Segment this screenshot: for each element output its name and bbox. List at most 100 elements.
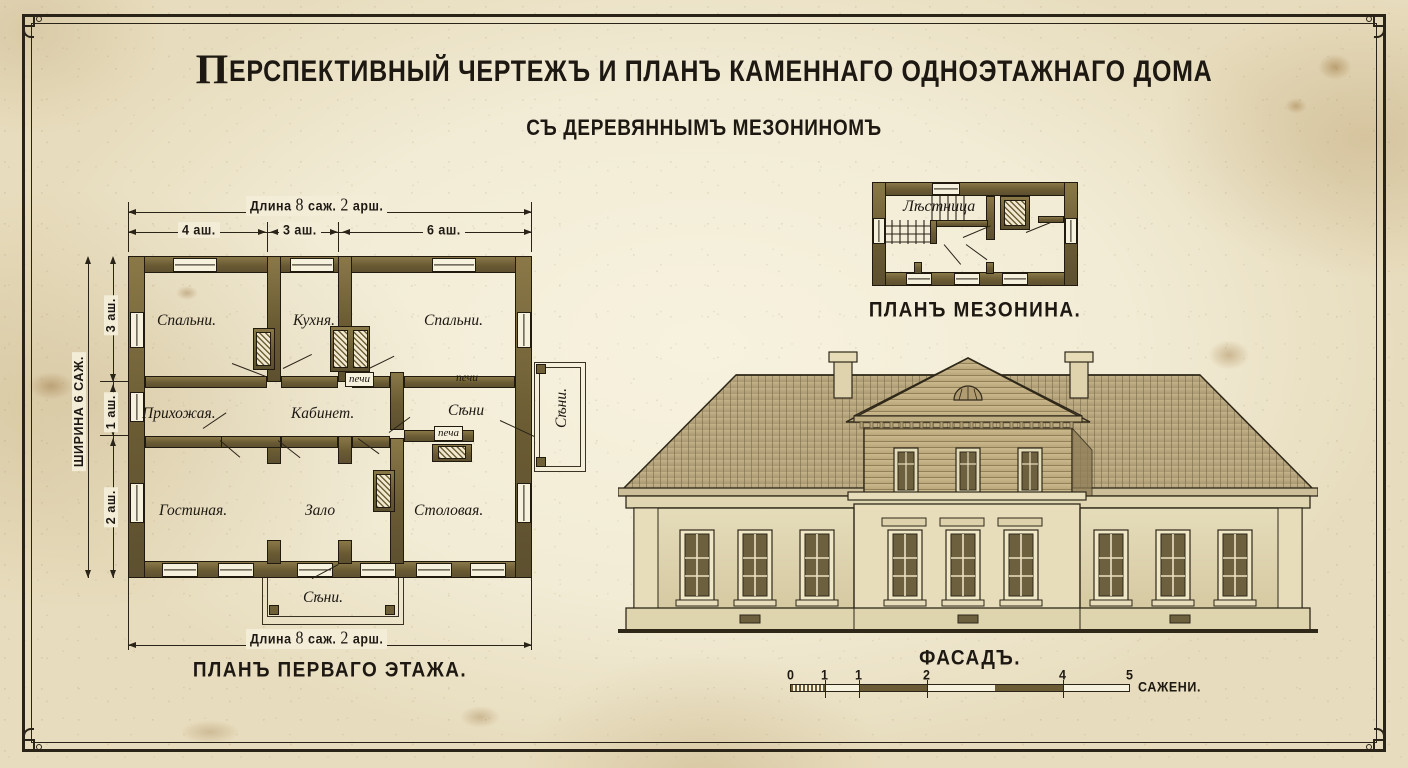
- plan-wall-partition-h8: [281, 436, 338, 448]
- border-frame-outer: [22, 14, 1386, 752]
- room-label: Столовая.: [414, 502, 484, 519]
- dim-top-overall-text: Длина 8 саж. 2 арш.: [246, 195, 388, 217]
- plan-window: [470, 562, 506, 577]
- plan-window: [416, 562, 452, 577]
- scale-seg-dark: [859, 685, 927, 691]
- dim-seg-2: 3 аш.: [279, 222, 321, 238]
- scale-label: 4: [1059, 667, 1066, 683]
- dim-extension: [531, 578, 533, 650]
- dim-arrow: [258, 228, 266, 235]
- plan-window: [218, 562, 254, 577]
- dim-extension: [128, 202, 130, 252]
- porch-label-bottom: Сѣни.: [303, 589, 343, 606]
- scale-seg-dark: [995, 685, 1063, 691]
- corner-ornament-tl: [22, 14, 48, 40]
- page-title-line2: СЪ ДЕРЕВЯННЫМЪ МЕЗОНИНОМЪ: [526, 116, 882, 141]
- dim-extension: [100, 381, 142, 383]
- mez-partition: [986, 196, 995, 240]
- mez-stair-post: [930, 220, 937, 244]
- room-label: Кухня.: [293, 312, 335, 329]
- dim-left-seg-2: 1 аш.: [104, 392, 118, 433]
- plan-wall-partition-v6: [338, 540, 352, 564]
- mez-window: [932, 183, 960, 195]
- mez-wall-stub: [1038, 216, 1064, 223]
- dim-arrow: [524, 208, 532, 215]
- plan-window: [516, 483, 531, 523]
- dim-seg-1: 4 аш.: [178, 222, 220, 238]
- dim-arrow: [128, 641, 136, 648]
- facade-drawing: [618, 351, 1318, 633]
- mezzanine-plan-caption: ПЛАНЪ МЕЗОНИНА.: [868, 298, 1082, 323]
- plan-stove-hatch-5: [438, 446, 466, 459]
- dim-arrow: [109, 570, 116, 578]
- plan-vestibule-right: [534, 362, 586, 472]
- vestibule-label-right: Сѣни.: [553, 388, 570, 428]
- dim-arrow: [109, 438, 116, 446]
- scale-tick: [859, 680, 861, 698]
- room-label: Прихожая.: [142, 405, 216, 422]
- plan-wall-partition-h4: [404, 376, 515, 388]
- page-title-line1: ПЕРСПЕКТИВНЫЙ ЧЕРТЕЖЪ И ПЛАНЪ КАМЕННАГО …: [195, 46, 1213, 94]
- plan-window: [432, 257, 476, 272]
- room-label: Зало: [305, 502, 336, 519]
- dim-extension: [338, 222, 340, 252]
- facade-caption: ФАСАДЪ.: [919, 646, 1021, 671]
- scale-label: 0: [787, 667, 794, 683]
- dim-left-overall-text: ШИРИНА 6 САЖ.: [72, 352, 86, 472]
- dim-seg-3: 6 аш.: [423, 222, 465, 238]
- plan-wall-partition-h1: [145, 376, 267, 388]
- dim-arrow: [128, 208, 136, 215]
- scale-label: 2: [923, 667, 930, 683]
- plan-porch-post: [385, 605, 395, 615]
- plan-stove-hatch-3: [353, 330, 368, 368]
- dim-extension: [267, 222, 269, 252]
- plan-wall-partition-h7: [221, 436, 281, 448]
- scale-label: 5: [1126, 667, 1133, 683]
- plan-vestibule-right-inner: [539, 367, 581, 467]
- dim-arrow: [524, 228, 532, 235]
- scale-label: 1: [855, 667, 862, 683]
- facade-elevation: [618, 340, 1318, 635]
- plan-stove-hatch-2: [333, 330, 348, 368]
- dim-bottom-overall-text: Длина 8 саж. 2 арш.: [246, 628, 388, 650]
- mez-staircase-icon: [886, 196, 965, 244]
- dim-arrow: [524, 641, 532, 648]
- corner-ornament-br: [1360, 726, 1386, 752]
- scale-tick: [927, 680, 929, 698]
- plan-window: [173, 257, 217, 272]
- ground-plan-caption: ПЛАНЪ ПЕРВАГО ЭТАЖА.: [192, 658, 468, 683]
- dim-arrow: [330, 228, 338, 235]
- mez-window: [873, 218, 885, 244]
- plan-window: [360, 562, 396, 577]
- mez-window: [1002, 273, 1028, 285]
- room-label: Кабинет.: [291, 405, 355, 422]
- plan-window: [129, 312, 144, 348]
- dim-arrow: [270, 228, 278, 235]
- stove-tag: печи: [345, 372, 374, 387]
- plan-window: [290, 257, 334, 272]
- room-label: Спальни.: [157, 312, 216, 329]
- plan-window: [129, 392, 144, 422]
- mez-wall-stub: [914, 262, 922, 274]
- dim-extension: [531, 202, 533, 252]
- plan-wall-exterior-right: [515, 256, 532, 578]
- stove-tag: печа: [434, 426, 463, 441]
- title-line1-text: ЕРСПЕКТИВНЫЙ ЧЕРТЕЖЪ И ПЛАНЪ КАМЕННАГО О…: [228, 55, 1213, 89]
- plan-window: [162, 562, 198, 577]
- dim-arrow: [109, 256, 116, 264]
- mez-window: [954, 273, 980, 285]
- stove-tag: печи: [456, 372, 478, 384]
- scale-tick: [1063, 680, 1065, 698]
- plan-wall-partition-v4: [338, 436, 352, 464]
- dim-arrow: [342, 228, 350, 235]
- dim-arrow: [128, 228, 136, 235]
- dim-arrow: [84, 570, 91, 578]
- dim-left-seg-1: 3 аш.: [104, 295, 118, 336]
- dim-left-overall-line: [88, 258, 90, 578]
- plan-wall-partition-v5: [267, 540, 281, 564]
- scale-bar-track: [790, 680, 1130, 698]
- dim-arrow: [109, 374, 116, 382]
- plan-porch-post: [269, 605, 279, 615]
- dim-left-seg-3: 2 аш.: [104, 487, 118, 528]
